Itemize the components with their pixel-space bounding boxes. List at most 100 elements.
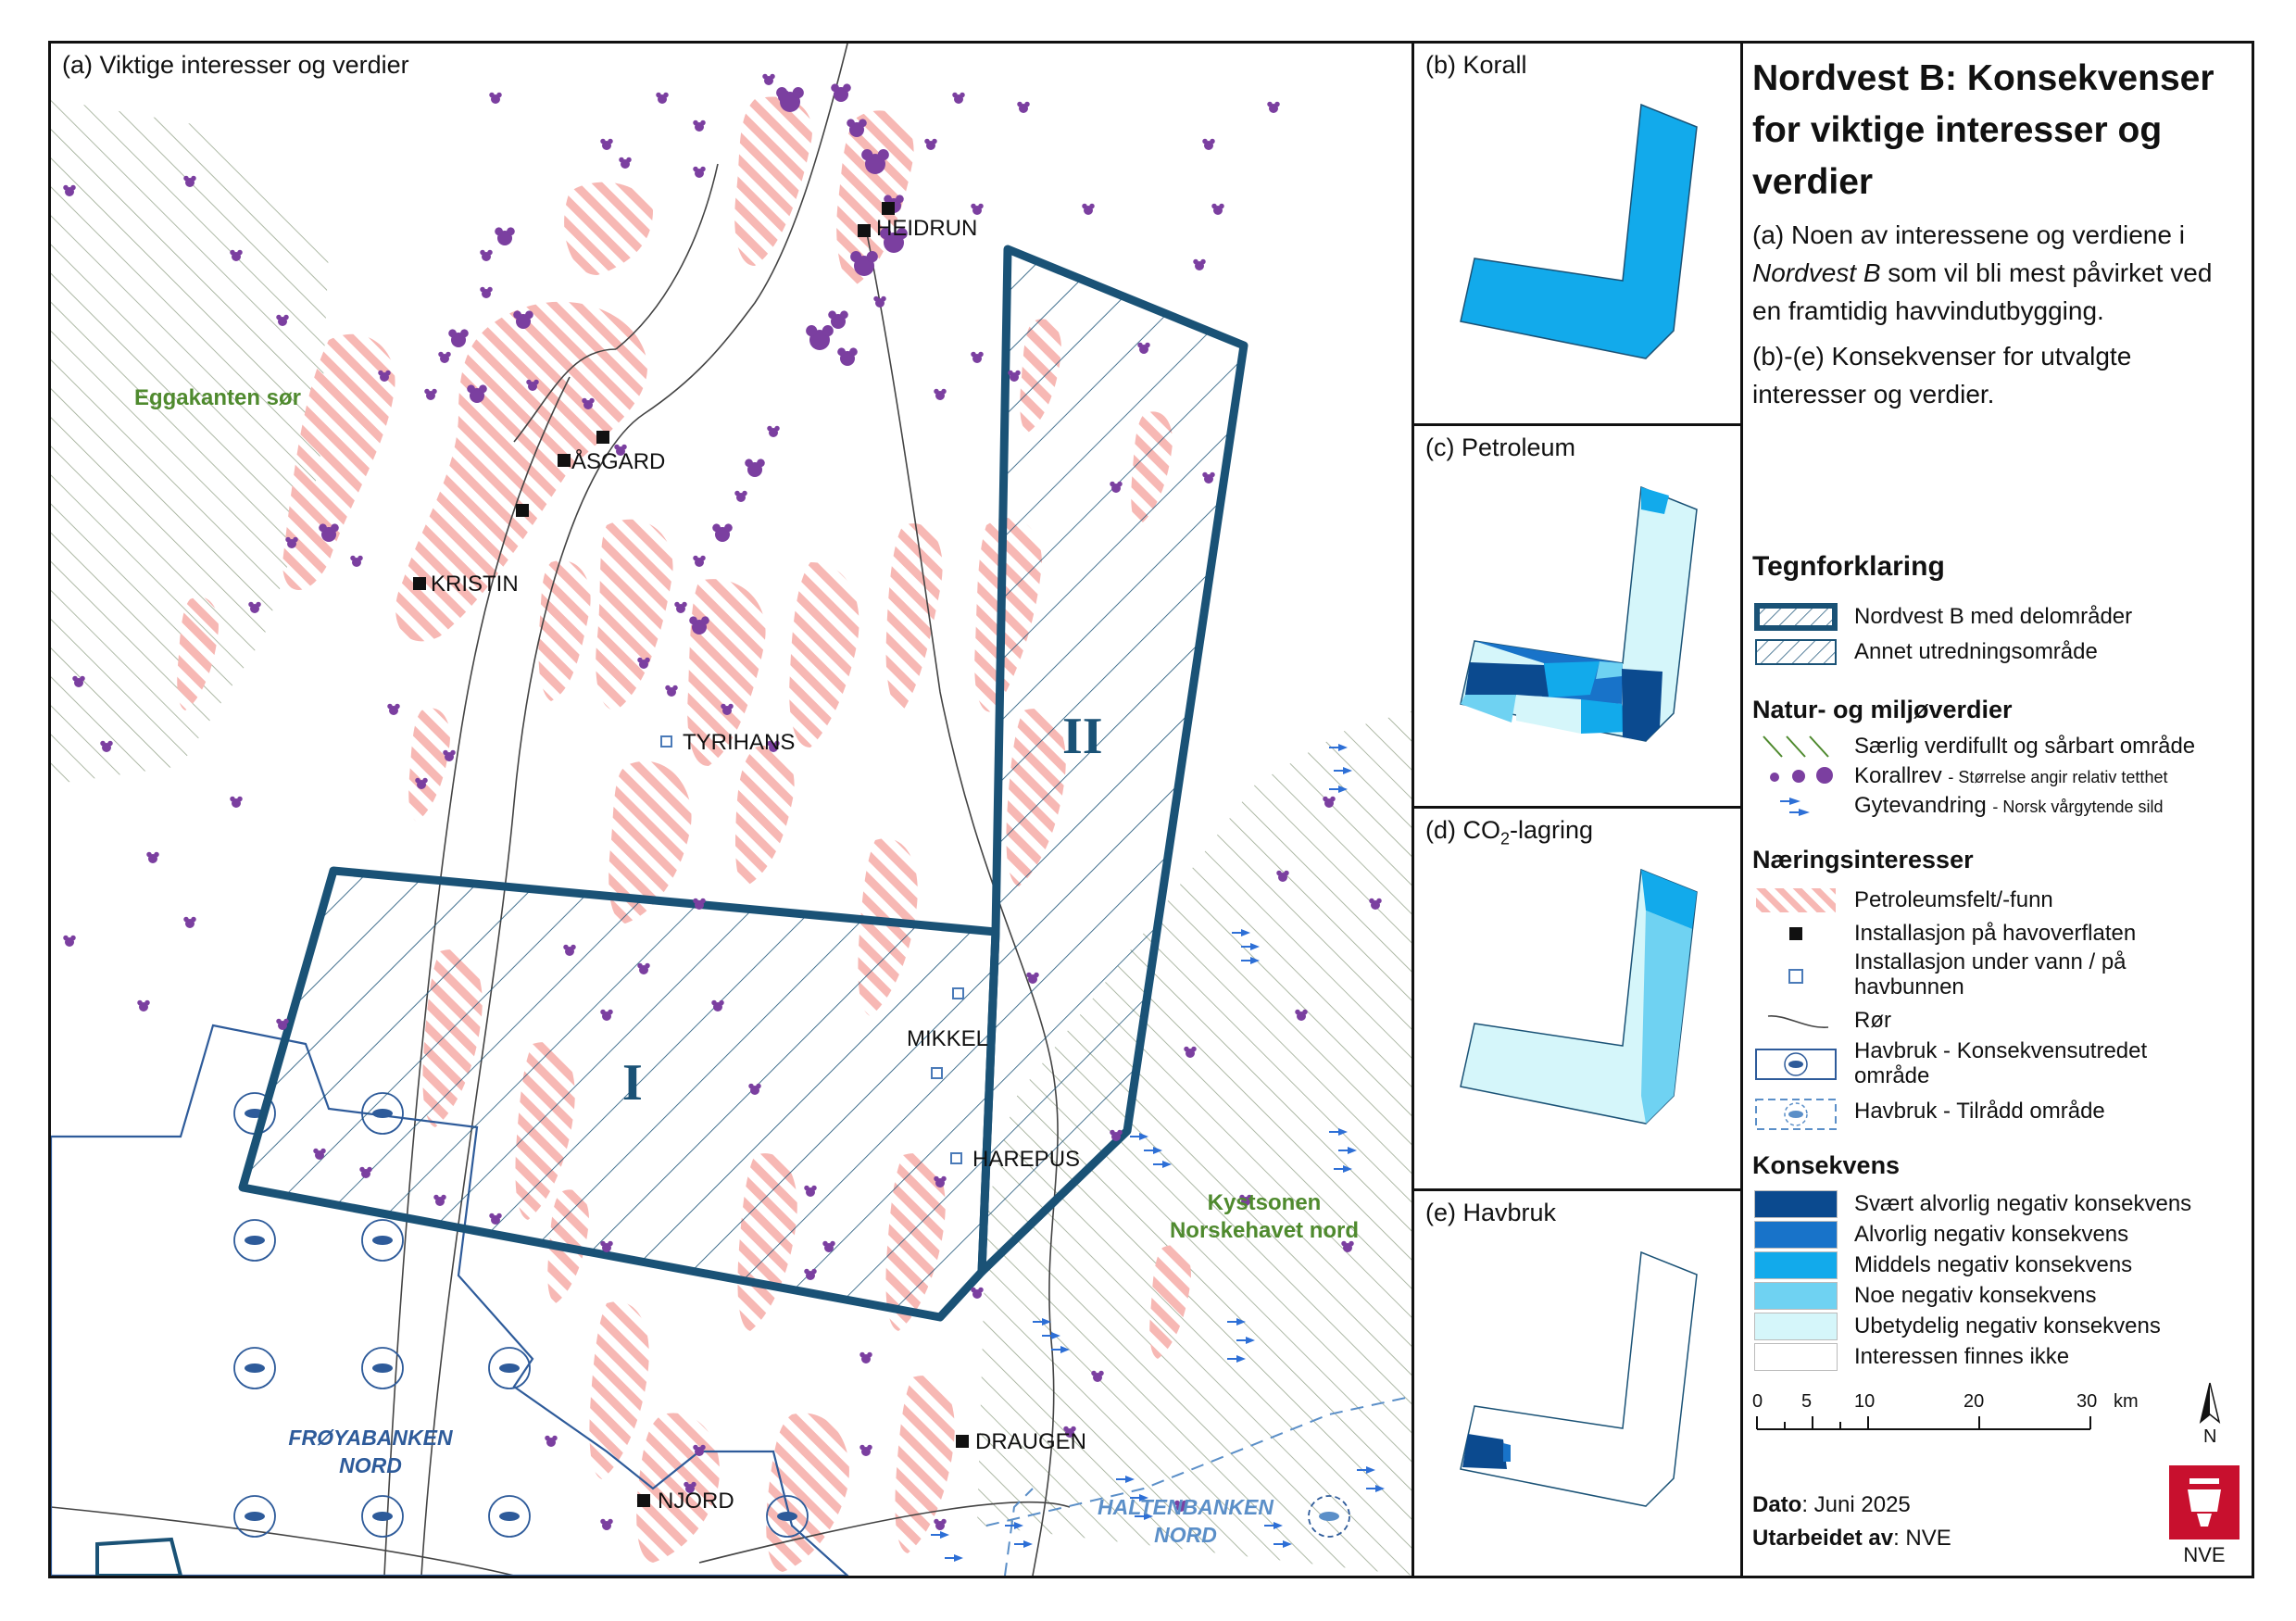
coral-marker [637,657,650,669]
coral-marker [831,83,851,102]
herring-arrow [1033,1318,1051,1326]
herring-arrow [1366,1485,1385,1492]
coral-marker [137,999,150,1012]
fish-icon [1755,1099,1837,1130]
coral-marker [619,157,632,169]
coral-marker [712,523,733,542]
zone-kystsonen-line1: Kystsonen [1207,1190,1322,1215]
legend-havbruk-ku-line1: Havbruk - Konsekvensutredet [1854,1038,2148,1063]
installation-surface [596,431,609,444]
zone-kystsonen: Kystsonen Norskehavet nord [1144,1189,1385,1245]
date-line: Dato: Juni 2025 [1752,1492,1911,1518]
coral-marker [387,703,400,715]
nve-logo-icon: NVE [2169,1465,2240,1566]
herring-arrow [1334,767,1352,774]
herring-arrow [1334,1165,1352,1173]
coral-marker [1323,796,1336,808]
herring-arrow [1329,785,1348,793]
author-value: : NVE [1893,1526,1951,1551]
herring-arrow [1051,1346,1070,1353]
consequence-swatch [1754,1282,1838,1310]
zone-froyabanken-line2: NORD [339,1453,402,1477]
coral-marker [804,1185,817,1197]
legend-main-area-symbol [1754,603,1838,631]
subarea-label-I: I [622,1054,643,1112]
herring-arrow [1005,1522,1023,1529]
label-asgard: ÅSGARD [571,449,666,474]
coral-marker [1193,258,1206,270]
coral-marker [480,286,493,298]
legend-inst-sub-symbol [1788,969,1803,984]
legend-valuable-label: Særlig verdifullt og sårbart område [1854,734,2196,759]
panel-coral: (b) Korall [1414,44,1743,426]
label-tyrihans: TYRIHANS [683,730,796,755]
legend-inst-sub-line2: havbunnen [1854,974,1964,999]
coral-marker [1091,1370,1104,1382]
coral-marker [415,777,428,789]
coral-marker [971,1287,984,1299]
legend-inst-surface-symbol [1789,927,1802,940]
aquaculture-consequence-map [1460,1250,1698,1507]
aquaculture-markers [233,1092,1350,1538]
coral-marker [934,388,947,400]
coral-marker [847,119,867,137]
coral-marker [684,1481,696,1493]
coral-marker [859,1444,872,1456]
label-njord: NJORD [658,1489,734,1514]
coral-marker [513,310,533,329]
coral-marker [1211,203,1224,215]
legend-herring-label: Gytevandring - Norsk vårgytende sild [1854,792,2164,821]
consequence-label: Interessen finnes ikke [1854,1344,2070,1369]
legend-havbruk-ku-line2: område [1854,1063,1930,1088]
coral-marker [1026,972,1039,984]
panel-d-title-suffix: -lagring [1510,816,1594,844]
herring-arrow [1227,1318,1246,1326]
study-area-II [977,245,1248,1276]
coral-marker [822,1240,835,1252]
author-label: Utarbeidet av [1752,1526,1894,1551]
legend-coral-label: Korallrev - Størrelse angir relativ tett… [1854,762,2167,791]
main-title: Nordvest B: Konsekvenser for viktige int… [1752,58,2214,202]
label-harepus: HAREPUS [972,1147,1081,1172]
coral-marker [689,616,709,635]
coral-marker [183,175,196,187]
coral-marker [248,601,261,613]
herring-arrow [1236,1337,1255,1344]
coral-marker [1202,471,1215,484]
installation-surface [516,504,529,517]
co2-consequence-map [1460,868,1698,1125]
main-map-panel: (a) Viktige interesser og verdier HEIDRU… [51,44,1414,1576]
coral-marker [230,249,243,261]
label-draugen: DRAUGEN [975,1429,1087,1454]
coral-marker [1341,1240,1354,1252]
coral-marker [748,1083,761,1095]
coral-marker [600,138,613,150]
north-label: N [2203,1426,2216,1444]
coral-marker [924,138,937,150]
zone-froyabanken-line1: FRØYABANKEN [288,1426,453,1450]
coral-marker [674,601,687,613]
desc-a-part1: (a) Noen av interessene og verdiene i [1752,220,2185,249]
coral-marker [582,397,595,409]
coral-marker [1267,101,1280,113]
coral-marker [767,425,780,437]
scale-tick-10: 10 [1854,1391,1875,1412]
installation-subsea [950,1152,962,1164]
scale-tick-0: 0 [1752,1391,1763,1412]
legend-inst-surface-label: Installasjon på havoverflaten [1854,921,2137,946]
coral-marker [880,228,908,253]
coral-marker [63,184,76,196]
coral-marker [448,329,469,347]
coral-marker [656,92,669,104]
coral-marker [693,1444,706,1456]
coral-marker [489,92,502,104]
coral-marker [1369,898,1382,910]
panel-e-title: (e) Havbruk [1422,1199,1561,1227]
info-panel: Nordvest B: Konsekvenser for viktige int… [1743,44,2252,1576]
installation-subsea [952,987,964,999]
herring-arrow [1130,1494,1148,1502]
installation-surface [637,1494,650,1507]
coral-marker [424,388,437,400]
herring-arrow [1130,1133,1148,1140]
